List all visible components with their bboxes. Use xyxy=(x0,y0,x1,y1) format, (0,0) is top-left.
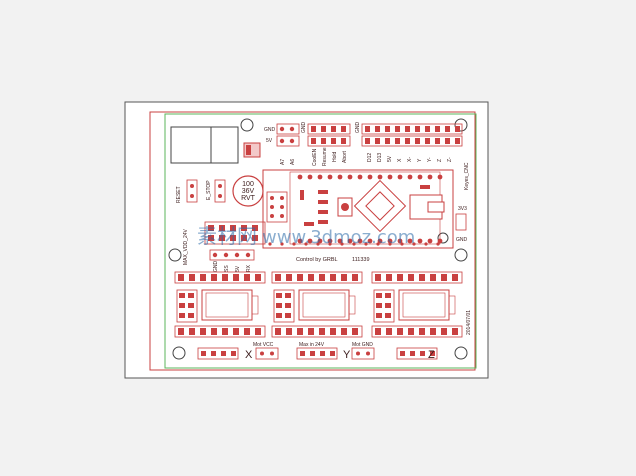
label-mot-gnd: Mot GND xyxy=(352,342,373,348)
label-gnd-vert: GND xyxy=(301,122,307,134)
grbl-label: Control by GRBL xyxy=(296,257,338,263)
label-small-2: 5V xyxy=(235,265,241,272)
svg-text:100: 100 xyxy=(242,181,254,188)
label-d13: D13 xyxy=(377,153,383,162)
digital-pin-labels: D12 D13 5V X X- Y Y- Z Z- xyxy=(367,153,453,162)
small-header-labels: GND SS 5V RX xyxy=(213,261,252,273)
label-a7: A7 xyxy=(280,159,286,165)
power-terminal-1 xyxy=(351,347,375,360)
label-y-: Y- xyxy=(427,157,433,162)
bottom-connectors xyxy=(197,347,438,360)
label-3v3: 3V3 xyxy=(458,206,467,212)
mounting-hole-tl xyxy=(240,118,254,132)
label-5v-top: 5V xyxy=(266,138,273,144)
mounting-hole-tr xyxy=(454,118,468,132)
svg-text:RVT: RVT xyxy=(241,195,256,202)
watermark-url: www.3dmoz.com xyxy=(262,227,415,248)
top-headers xyxy=(276,123,463,147)
drawing-frame xyxy=(124,101,489,379)
mounting-hole-br xyxy=(454,346,468,360)
label-x-: X- xyxy=(407,157,413,162)
label-d12: D12 xyxy=(367,153,373,162)
power-terminal-0 xyxy=(255,347,279,360)
mounting-hole-bl xyxy=(172,346,186,360)
mounting-hole-mid xyxy=(437,232,449,244)
label-z: Z xyxy=(437,159,443,162)
left-header-pads xyxy=(208,225,258,258)
arduino-nano-footprint xyxy=(262,169,454,249)
stepper-driver-rows xyxy=(174,271,463,338)
axis-label-x: X xyxy=(245,349,253,361)
label-reset: RESET xyxy=(176,186,182,203)
axis-label-z: Z xyxy=(428,349,435,361)
board-outline-red xyxy=(149,111,476,371)
mounting-hole-ml xyxy=(168,248,182,262)
capacitor: 100 36V RVT xyxy=(232,175,264,207)
date-label: 2014/07/01 xyxy=(466,310,472,335)
label-resume: Resume xyxy=(322,147,328,166)
label-coolen: CoolEN xyxy=(312,148,318,166)
small-header xyxy=(209,249,255,261)
label-small-3: RX xyxy=(246,264,252,272)
mcu-chip xyxy=(353,179,407,233)
label-a6: A6 xyxy=(290,159,296,165)
label-max-in: Max in 24V xyxy=(299,342,325,348)
estop-header xyxy=(214,179,226,203)
left-header xyxy=(204,221,266,245)
label-y: Y xyxy=(417,158,423,162)
reset-switch xyxy=(337,197,353,217)
nano-pin-row xyxy=(268,174,443,246)
label-gnd-top2: GND xyxy=(355,122,361,134)
usb-connector xyxy=(170,126,239,164)
driver-1 xyxy=(271,271,363,338)
mounting-hole-mr xyxy=(454,248,468,262)
driver-0 xyxy=(174,271,266,338)
driver-2 xyxy=(371,271,463,338)
axis-label-y: Y xyxy=(343,349,351,361)
board-outline-green xyxy=(164,113,477,369)
code-label: 111339 xyxy=(352,257,370,263)
label-5v: 5V xyxy=(387,155,393,162)
label-gnd-right: GND xyxy=(456,237,468,243)
smd-parts xyxy=(300,185,430,226)
label-estop: E_STOP xyxy=(206,180,212,200)
watermark-cn: 素材网 xyxy=(197,224,257,248)
label-hold: Hold xyxy=(332,151,338,162)
label-keyes-cnc: Keyes_CNC xyxy=(464,162,470,190)
label-max-vdd: MAX_VDD_24V xyxy=(183,228,189,265)
label-small-1: SS xyxy=(224,265,230,272)
axis-connector-2 xyxy=(396,347,438,360)
axis-connector-1 xyxy=(296,347,338,360)
label-z-: Z- xyxy=(447,157,453,162)
label-x: X xyxy=(397,158,403,162)
mounting-holes xyxy=(168,118,468,360)
label-abort: Abort xyxy=(342,150,348,163)
label-gnd-top: GND xyxy=(264,127,276,133)
label-mot-vcc: Mot VCC xyxy=(253,342,274,348)
label-small-0: GND xyxy=(213,261,219,273)
axis-connector-0 xyxy=(197,347,239,360)
svg-text:36V: 36V xyxy=(242,188,255,195)
reset-header xyxy=(186,179,198,203)
top-header-pads xyxy=(279,126,460,144)
